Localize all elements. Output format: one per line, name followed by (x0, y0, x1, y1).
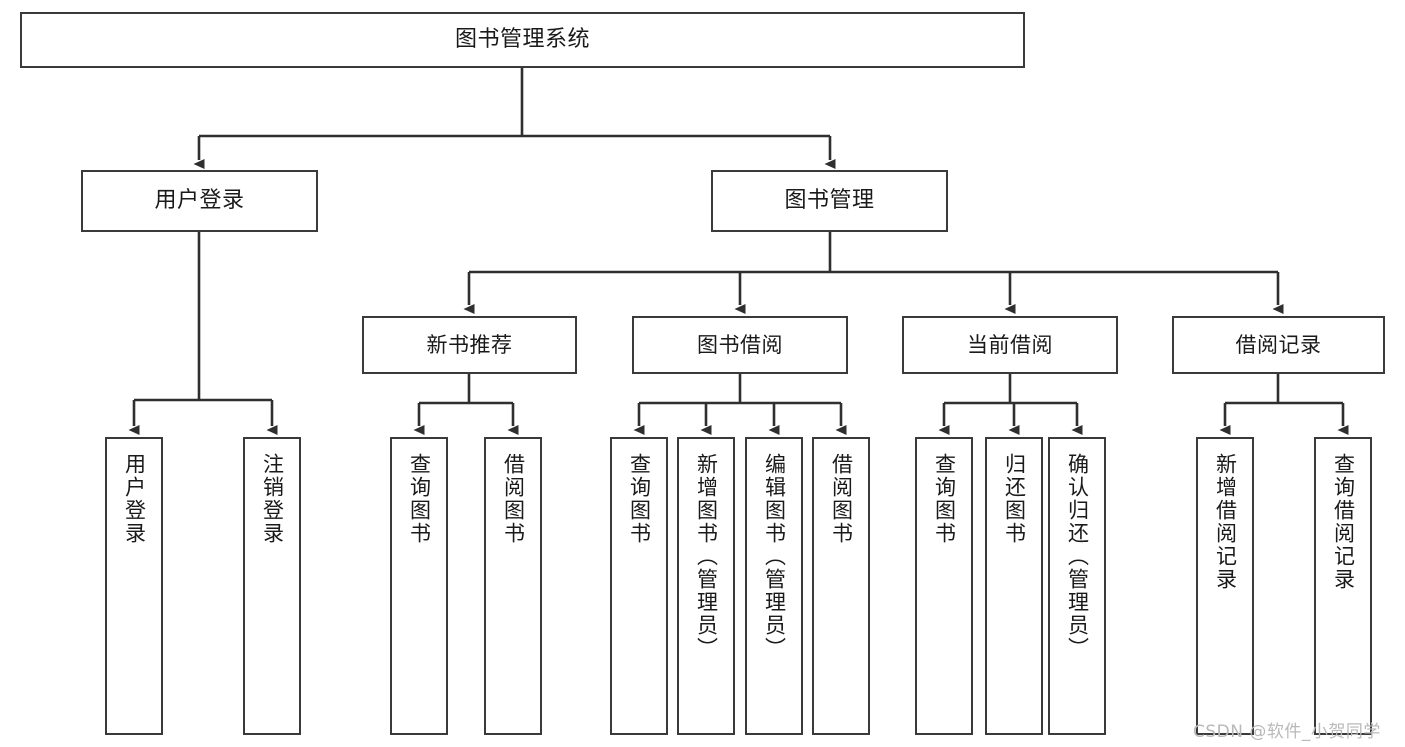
node-root-book-management-system[interactable]: 图书管理系统 (20, 12, 1025, 68)
leaf-book-borrow-add[interactable]: 新增图书（管理员） (677, 437, 735, 735)
node-label: 查询图书 (627, 453, 652, 545)
node-label: 借阅记录 (1235, 332, 1322, 357)
node-book-borrow[interactable]: 图书借阅 (632, 316, 848, 374)
node-label: 查询图书 (932, 453, 957, 545)
leaf-new-book-borrow[interactable]: 借阅图书 (484, 437, 542, 735)
leaf-borrow-record-query[interactable]: 查询借阅记录 (1314, 437, 1372, 735)
node-label: 新增借阅记录 (1213, 453, 1238, 591)
node-borrow-record[interactable]: 借阅记录 (1172, 316, 1385, 374)
leaf-new-book-query[interactable]: 查询图书 (390, 437, 448, 735)
node-user-login[interactable]: 用户登录 (81, 170, 318, 232)
node-label: 图书管理 (784, 188, 875, 214)
node-label: 新书推荐 (426, 332, 513, 357)
leaf-current-borrow-query[interactable]: 查询图书 (915, 437, 973, 735)
node-label: 借阅图书 (501, 453, 526, 545)
leaf-current-borrow-confirm-return[interactable]: 确认归还（管理员） (1048, 437, 1106, 735)
node-current-borrow[interactable]: 当前借阅 (902, 316, 1118, 374)
leaf-book-borrow-borrow[interactable]: 借阅图书 (812, 437, 870, 735)
leaf-user-login-signout[interactable]: 注销登录 (243, 437, 301, 735)
node-label: 注销登录 (260, 453, 285, 545)
node-label: 图书借阅 (697, 332, 783, 357)
node-label: 用户登录 (122, 453, 147, 545)
node-label: 查询图书 (407, 453, 432, 545)
node-label: 当前借阅 (967, 332, 1053, 357)
leaf-borrow-record-add[interactable]: 新增借阅记录 (1196, 437, 1254, 735)
node-book-management[interactable]: 图书管理 (711, 170, 948, 232)
leaf-current-borrow-return[interactable]: 归还图书 (985, 437, 1043, 735)
node-label: 查询借阅记录 (1331, 453, 1356, 591)
node-label: 借阅图书 (829, 453, 854, 545)
node-label: 编辑图书（管理员） (762, 453, 787, 660)
node-label: 归还图书 (1002, 453, 1027, 545)
node-label: 用户登录 (154, 188, 245, 214)
leaf-book-borrow-query[interactable]: 查询图书 (610, 437, 668, 735)
node-label: 确认归还（管理员） (1065, 453, 1090, 660)
leaf-user-login-signin[interactable]: 用户登录 (105, 437, 163, 735)
node-label: 图书管理系统 (454, 27, 590, 53)
node-new-book-recommend[interactable]: 新书推荐 (362, 316, 577, 374)
node-label: 新增图书（管理员） (694, 453, 719, 660)
leaf-book-borrow-edit[interactable]: 编辑图书（管理员） (745, 437, 803, 735)
